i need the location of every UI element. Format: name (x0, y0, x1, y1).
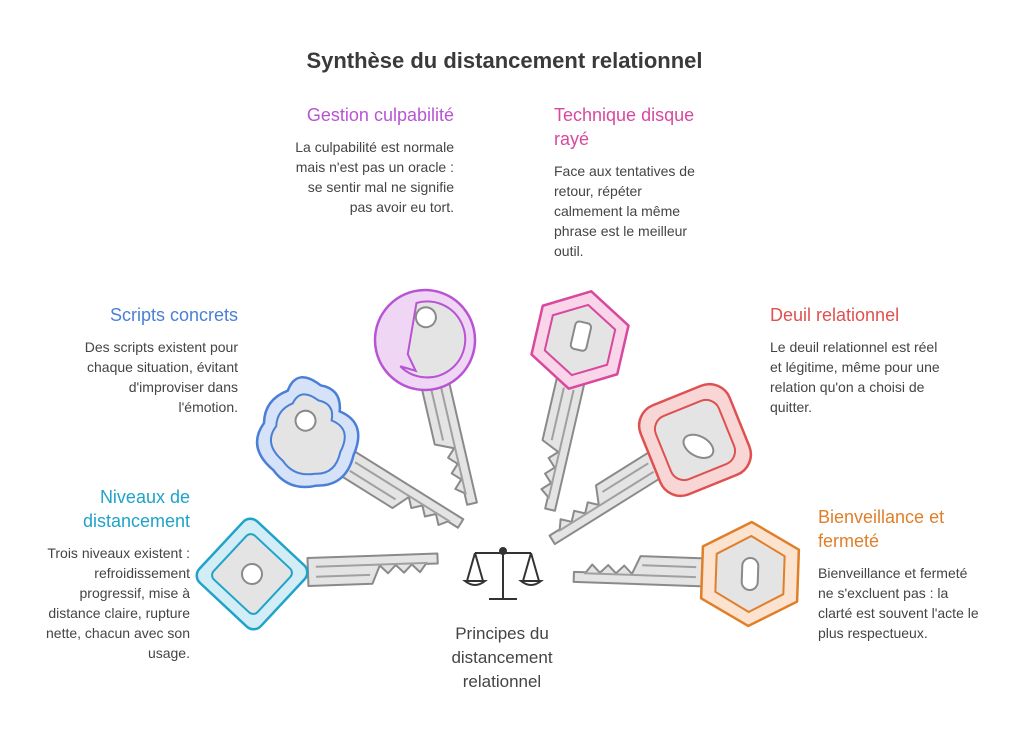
item-scripts: Scripts concrets Des scripts existent po… (78, 303, 238, 417)
item-heading: Deuil relationnel (770, 305, 900, 325)
item-heading: Niveaux de distancement (82, 487, 190, 531)
item-heading: Gestion culpabilité (306, 105, 454, 125)
item-gestion: Gestion culpabilité La culpabilité est n… (290, 103, 454, 217)
item-text: La culpabilité est normale mais n'est pa… (295, 139, 454, 215)
item-niveaux: Niveaux de distancement Trois niveaux ex… (30, 485, 190, 663)
item-bienveillance: Bienveillance et fermeté Bienveillance e… (818, 505, 984, 643)
item-heading: Scripts concrets (109, 305, 238, 325)
item-text: Des scripts existent pour chaque situati… (84, 339, 238, 415)
key-deuil-icon (539, 382, 753, 546)
item-text: Bienveillance et fermeté ne s'excluent p… (818, 565, 979, 641)
item-technique: Technique disque rayé Face aux tentative… (554, 103, 714, 261)
item-deuil: Deuil relationnel Le deuil relationnel e… (770, 303, 942, 417)
item-text: Le deuil relationnel est réel et légitim… (770, 339, 940, 415)
key-niveaux-icon (195, 517, 440, 631)
item-heading: Bienveillance et fermeté (818, 507, 945, 551)
page-title: Synthèse du distancement relationnel (306, 48, 703, 73)
key-bienveillance-icon (572, 520, 801, 628)
center-label: Principes du distancement relationnel (451, 624, 553, 691)
item-text: Face aux tentatives de retour, répéter c… (554, 163, 695, 259)
item-text: Trois niveaux existent : refroidissement… (46, 545, 190, 661)
key-gestion-icon (373, 288, 478, 510)
balance-scale-icon (462, 547, 544, 600)
key-scripts-icon (255, 376, 465, 545)
item-heading: Technique disque rayé (554, 105, 695, 149)
key-technique-icon (526, 290, 630, 512)
